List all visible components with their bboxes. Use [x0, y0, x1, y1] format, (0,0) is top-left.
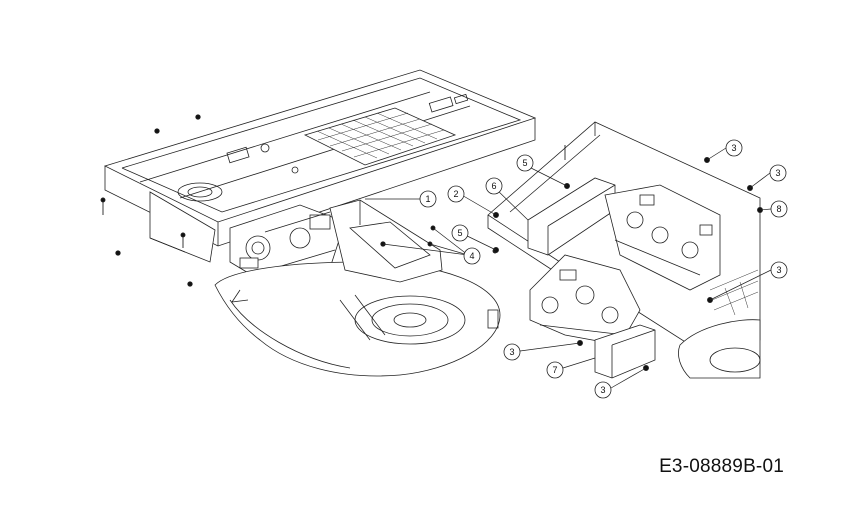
callout-3b: 3: [769, 164, 787, 182]
callout-7: 7: [546, 361, 564, 379]
svg-text:2: 2: [453, 189, 458, 199]
callout-2: 2: [447, 185, 465, 203]
svg-text:5: 5: [457, 228, 462, 238]
callout-8: 8: [770, 200, 788, 218]
svg-text:1: 1: [425, 194, 430, 204]
svg-text:3: 3: [776, 265, 781, 275]
callout-5b: 5: [516, 154, 534, 172]
callout-6: 6: [485, 177, 503, 195]
callout-3a: 3: [725, 139, 743, 157]
svg-text:5: 5: [522, 158, 527, 168]
right-hydraulic-cluster: [604, 184, 721, 291]
callout-4: 4: [463, 247, 481, 265]
callout-5a: 5: [451, 224, 469, 242]
bracket-cover-part-1: [329, 199, 443, 283]
left-mower-deck: [214, 261, 501, 377]
left-frame-assembly: [103, 69, 537, 263]
callout-3c: 3: [770, 261, 788, 279]
right-lower-cluster: [529, 254, 641, 346]
right-deck-fragment: [678, 319, 761, 379]
svg-text:7: 7: [552, 365, 557, 375]
svg-text:3: 3: [509, 347, 514, 357]
left-drive-cluster: [229, 204, 346, 281]
svg-text:3: 3: [775, 168, 780, 178]
svg-text:3: 3: [731, 143, 736, 153]
svg-text:8: 8: [776, 204, 781, 214]
callout-3d: 3: [503, 343, 521, 361]
callout-3e: 3: [594, 381, 612, 399]
drawing-code-label: E3-08889B-01: [659, 456, 784, 477]
svg-text:4: 4: [469, 251, 474, 261]
callout-1: 1: [419, 190, 437, 208]
bracket-part-7: [594, 324, 656, 379]
svg-text:3: 3: [600, 385, 605, 395]
svg-text:6: 6: [491, 181, 496, 191]
callout-leaders: [365, 147, 772, 389]
